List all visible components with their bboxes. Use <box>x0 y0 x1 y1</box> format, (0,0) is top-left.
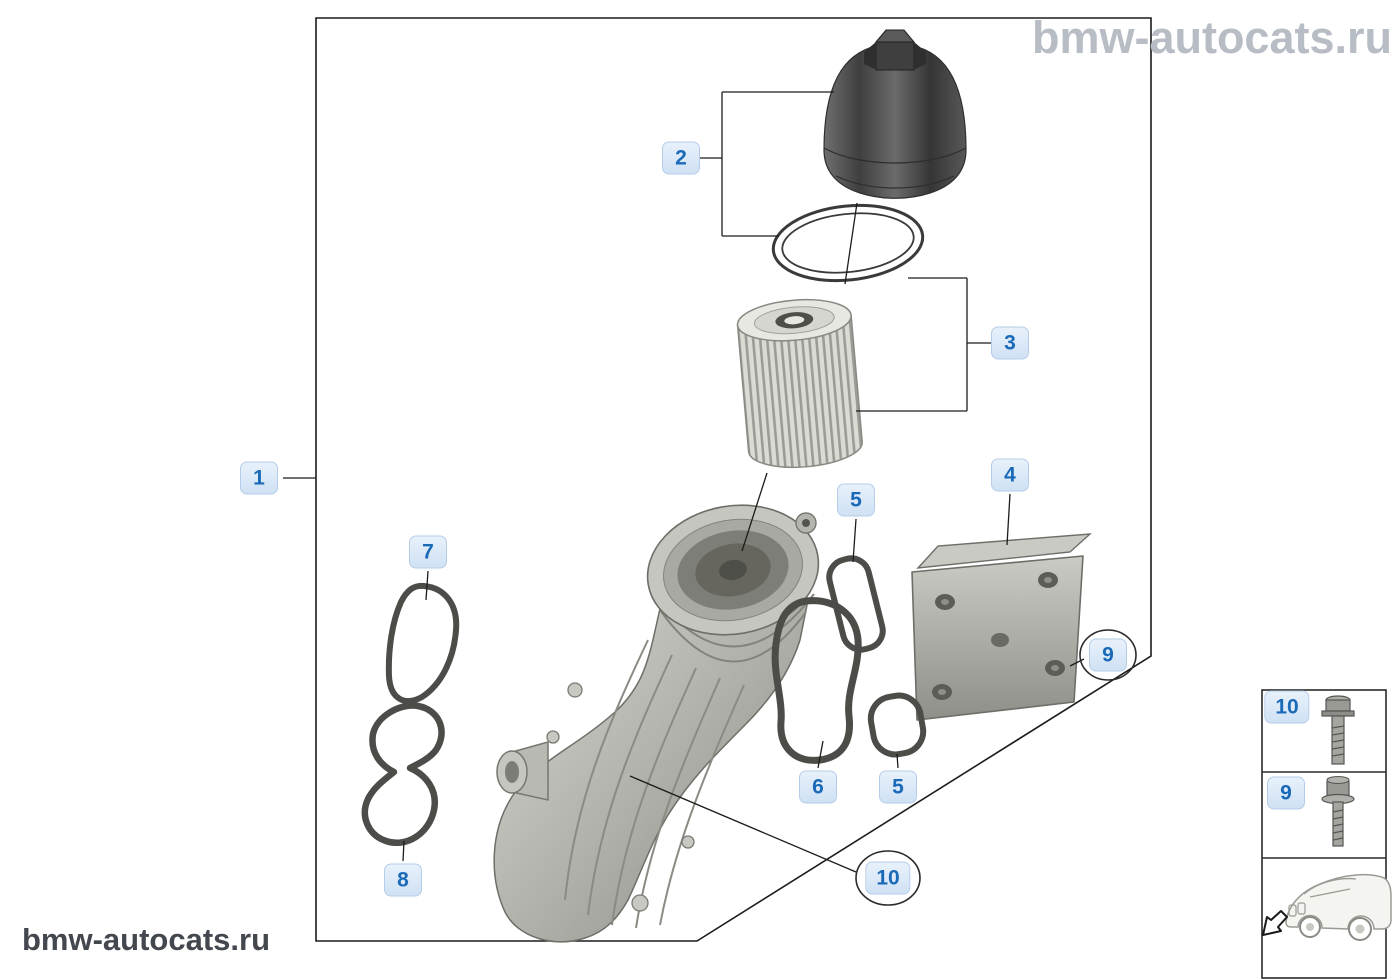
callout-6[interactable]: 6 <box>799 770 837 804</box>
callout-5-lower[interactable]: 5 <box>879 770 917 804</box>
oil-cooler-part <box>911 533 1093 721</box>
watermark-top: bmw-autocats.ru <box>1031 12 1392 63</box>
screw-icon <box>1321 776 1355 847</box>
car-icon <box>1285 873 1392 941</box>
gasket-5-lower <box>867 692 927 758</box>
filter-cap-part <box>823 29 967 199</box>
legend-box <box>1261 689 1392 979</box>
legend-callout-10[interactable]: 10 <box>1264 690 1310 724</box>
leader-lines <box>283 91 1085 873</box>
callout-5-upper[interactable]: 5 <box>837 483 875 517</box>
callout-3[interactable]: 3 <box>991 326 1029 360</box>
callout-8[interactable]: 8 <box>384 863 422 897</box>
bolt-icon <box>1321 695 1355 765</box>
callout-circle-10 <box>855 850 921 906</box>
gasket-7 <box>385 582 460 705</box>
gasket-8 <box>361 702 445 846</box>
callout-4[interactable]: 4 <box>991 458 1029 492</box>
legend-callout-9[interactable]: 9 <box>1267 776 1305 810</box>
filter-element-part <box>736 298 863 469</box>
housing-part <box>493 504 820 943</box>
callout-7[interactable]: 7 <box>409 535 447 569</box>
callout-10[interactable]: 10 <box>865 861 911 895</box>
callout-circle-9 <box>1079 629 1137 681</box>
callout-1[interactable]: 1 <box>240 461 278 495</box>
callout-2[interactable]: 2 <box>662 141 700 175</box>
arrow-down-left-icon <box>1262 910 1288 936</box>
o-ring-part <box>771 203 925 283</box>
frame-border <box>315 17 1152 942</box>
callout-9[interactable]: 9 <box>1089 638 1127 672</box>
watermark-bottom: bmw-autocats.ru <box>22 922 271 957</box>
